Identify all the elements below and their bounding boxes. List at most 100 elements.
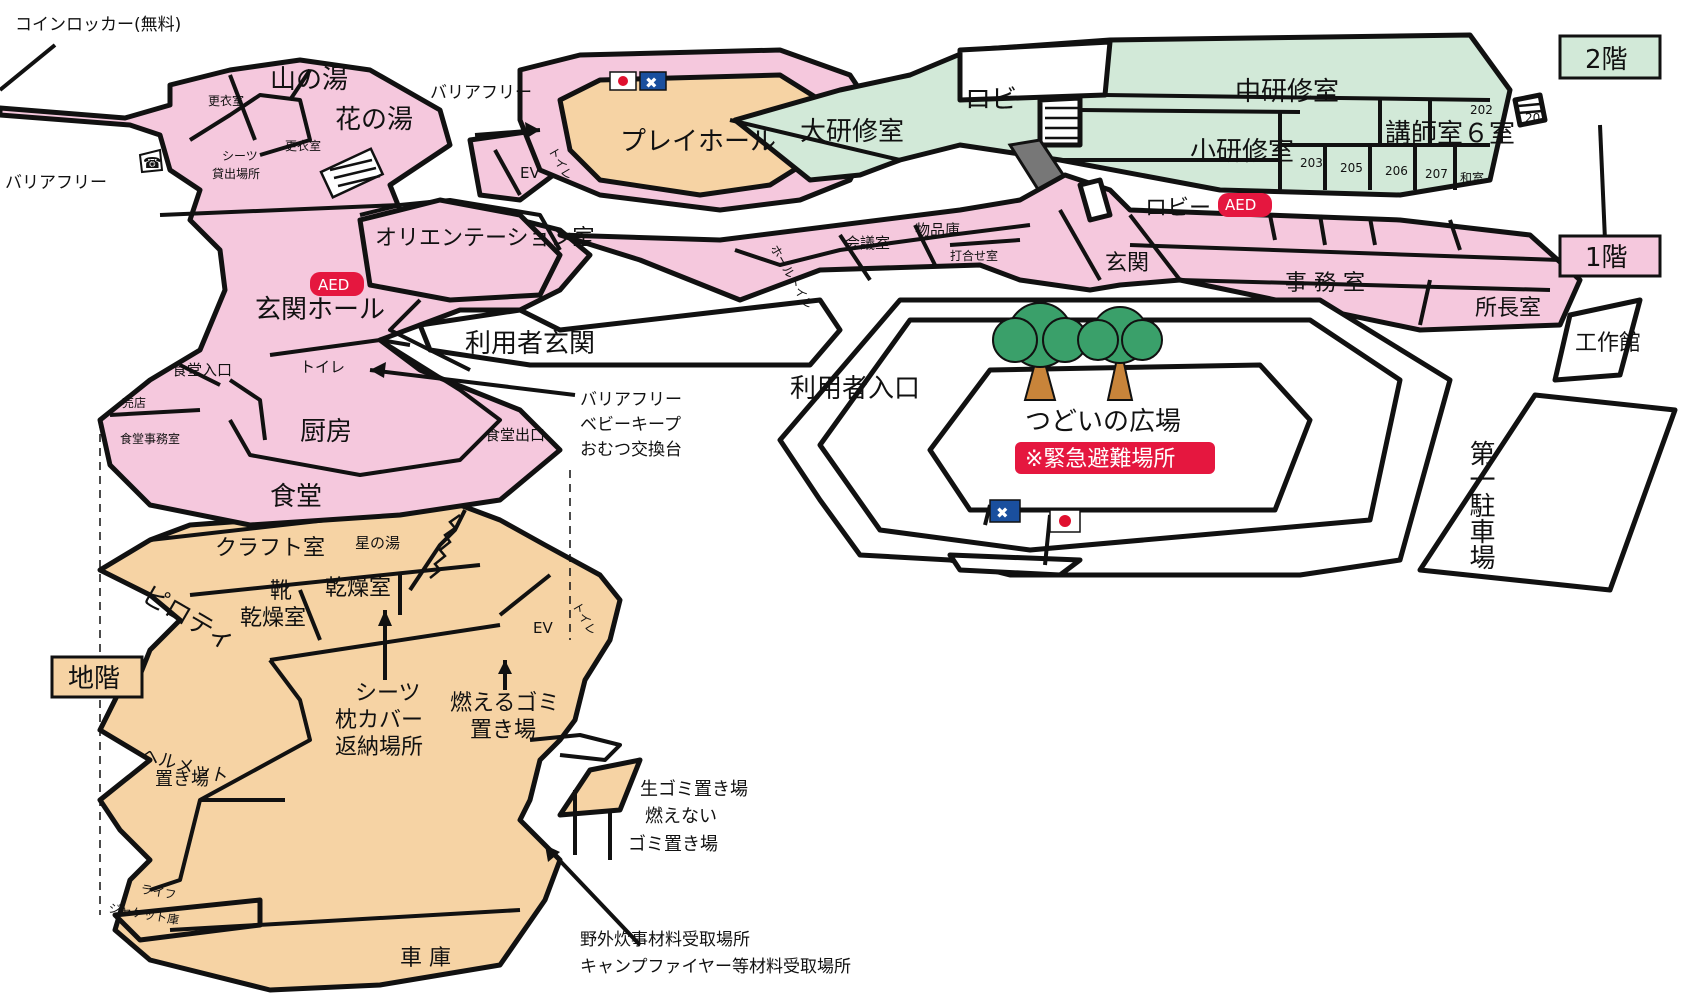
room-genkan-hall: 玄関ホール — [255, 295, 385, 325]
outdoor-cooking-label: 野外炊事材料受取場所 — [580, 930, 750, 950]
sheet-return-label: シーツ — [355, 681, 421, 706]
room-shokudo-de: 食堂出口 — [485, 426, 545, 444]
room-sho-kenshu: 小研修室 — [1190, 137, 1294, 167]
second-floor-green-wing — [729, 32, 1607, 241]
floor-badge-1f — [1558, 234, 1662, 278]
barrier-free-label: バリアフリー — [430, 83, 532, 103]
room-kutsu: 乾燥室 — [240, 606, 306, 631]
room-jimu: 事 務 室 — [1285, 271, 1365, 296]
room-lobby-1f: ロビー — [1145, 196, 1211, 221]
room-shokudo-jimu: 食堂事務室 — [120, 431, 180, 446]
burnable-garbage-label: 燃えるゴミ — [450, 691, 559, 716]
room-shako: 車 庫 — [400, 946, 451, 971]
room-genkan: 玄関 — [1105, 251, 1149, 276]
coin-locker-label: コインロッカー(無料) — [15, 15, 181, 35]
burnable-garbage-label: 置き場 — [470, 718, 536, 743]
room-riyosha-iriguchi: 利用者入口 — [790, 374, 920, 404]
room-lobby-2f: ロビー — [965, 85, 1043, 115]
campfire-label: キャンプファイヤー等材料受取場所 — [580, 957, 851, 977]
building-kosaku: 工作館 — [1575, 331, 1641, 356]
room-koshi: 講師室６室 — [1385, 119, 1515, 149]
sheet-return-label: 枕カバー — [335, 708, 423, 733]
room-orientation: オリエンテーション室 — [375, 226, 595, 251]
telephone-icon: ☎ — [143, 154, 162, 172]
barrier-free-label: バリアフリー — [580, 390, 682, 410]
emergency-badge — [1015, 442, 1215, 474]
aed-badge — [1218, 193, 1272, 217]
room-206: 206 — [1385, 164, 1408, 178]
facility-flag-icon — [989, 499, 1021, 523]
floor-label-1f: 1階 — [1585, 243, 1628, 273]
room-hoshi-no-yu: 星の湯 — [355, 534, 400, 552]
sheets-label: 貸出場所 — [212, 166, 260, 181]
sheets-label: シーツ — [222, 149, 258, 163]
aed-label: AED — [1225, 196, 1256, 214]
room-chu-kenshu: 中研修室 — [1235, 77, 1339, 107]
plaza-name: つどいの広場 — [1025, 407, 1181, 437]
floor-badge-b — [50, 655, 144, 699]
diaper-station-label: おむつ交換台 — [580, 440, 682, 460]
room-washitsu: 和室 — [1460, 170, 1484, 185]
room-koui: 更衣室 — [285, 138, 321, 153]
arrow-baby-station — [369, 368, 576, 397]
room-dai-kenshu: 大研修室 — [800, 117, 904, 147]
room-shokudo-iri: 食堂入口 — [172, 361, 232, 379]
facility-flag-icon — [639, 71, 667, 91]
floor-label-b: 地階 — [68, 664, 120, 694]
first-floor-left-wing: ☎ — [0, 57, 593, 528]
arrow-outdoor-pickup — [543, 843, 642, 947]
stair-connector — [408, 509, 467, 592]
room-202: 202 — [1470, 103, 1493, 117]
aed-badge — [310, 272, 364, 296]
floor-label-2f: 2階 — [1585, 45, 1628, 75]
room-203: 203 — [1300, 156, 1323, 170]
facility-flag-mark: ✖ — [996, 504, 1009, 522]
room-ev: EV — [520, 164, 540, 182]
stair-connector-steps — [429, 513, 461, 579]
sheet-return-label: 返納場所 — [335, 735, 423, 760]
first-floor-east-wing — [557, 172, 1583, 333]
aed-label: AED — [318, 276, 349, 294]
helmet-storage-label: 置き場 — [155, 769, 209, 790]
room-koui: 更衣室 — [208, 93, 244, 108]
life-jacket-label: ライフ — [139, 882, 177, 902]
room-201: 201 — [1525, 111, 1548, 125]
play-hall-block: ✖ — [517, 47, 883, 213]
coin-locker-pointer — [0, 43, 57, 92]
room-play-hall: プレイホール — [620, 127, 776, 157]
room-chubo: 厨房 — [300, 417, 352, 447]
garbage-label: ゴミ置き場 — [628, 834, 718, 855]
room-riyosha-genkan: 利用者玄関 — [465, 329, 595, 359]
room-kanso: 乾燥室 — [325, 576, 391, 601]
room-shokudo: 食堂 — [270, 482, 322, 512]
floor-badge-2f — [1558, 34, 1662, 80]
room-baiten: 売店 — [122, 395, 146, 410]
tree-icon — [1077, 306, 1163, 401]
room-hana-no-yu: 花の湯 — [335, 105, 413, 135]
tree-icon — [992, 302, 1088, 401]
room-207: 207 — [1425, 167, 1448, 181]
parking-lot-1: 第一駐車場 — [1465, 440, 1495, 570]
room-kaigi: 会議室 — [845, 234, 890, 252]
garbage-label: 生ゴミ置き場 — [640, 779, 748, 800]
room-uchiawase: 打合せ室 — [950, 248, 998, 263]
room-yama-no-yu: 山の湯 — [270, 65, 348, 95]
flagpole — [1043, 514, 1052, 566]
room-toilet: トイレ — [300, 358, 345, 376]
flagpole — [983, 504, 992, 526]
room-ev: EV — [533, 619, 553, 637]
room-205: 205 — [1340, 161, 1363, 175]
room-craft: クラフト室 — [215, 536, 325, 561]
ground-level — [417, 297, 1678, 593]
room-shocho: 所長室 — [1475, 296, 1541, 321]
baby-keep-label: ベビーキープ — [580, 415, 681, 435]
japan-flag-sun — [618, 76, 628, 86]
garbage-label: 燃えない — [645, 806, 717, 827]
room-buppin: 物品庫 — [915, 221, 960, 239]
emergency-shelter-label: ※緊急避難場所 — [1025, 447, 1175, 472]
japan-flag-sun — [1059, 515, 1071, 527]
barrier-free-label: バリアフリー — [5, 173, 107, 193]
facility-flag-mark: ✖ — [645, 74, 658, 92]
room-kutsu: 靴 — [270, 579, 292, 604]
